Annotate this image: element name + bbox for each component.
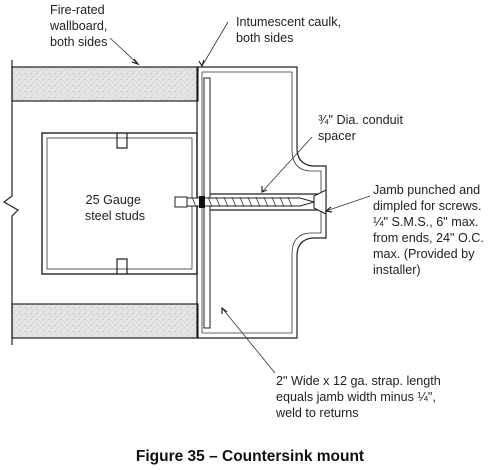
wallboard-top [11, 66, 199, 102]
steel-stud [41, 132, 198, 275]
label-caulk: Intumescent caulk, both sides [236, 15, 345, 45]
wallboard-bottom [11, 303, 199, 339]
label-jamb: Jamb punched and dimpled for screws. ¼" … [373, 183, 487, 277]
label-strap: 2" Wide x 12 ga. strap. length equals ja… [275, 374, 444, 420]
screw [174, 189, 327, 215]
label-studs: 25 Gauge steel studs [85, 193, 145, 223]
leader-lines [109, 21, 371, 374]
label-wallboard: Fire-rated wallboard, both sides [49, 3, 111, 49]
break-line [2, 60, 19, 345]
label-conduit: ¾" Dia. conduit spacer [318, 113, 406, 143]
figure-caption: Figure 35 – Countersink mount [136, 448, 364, 465]
